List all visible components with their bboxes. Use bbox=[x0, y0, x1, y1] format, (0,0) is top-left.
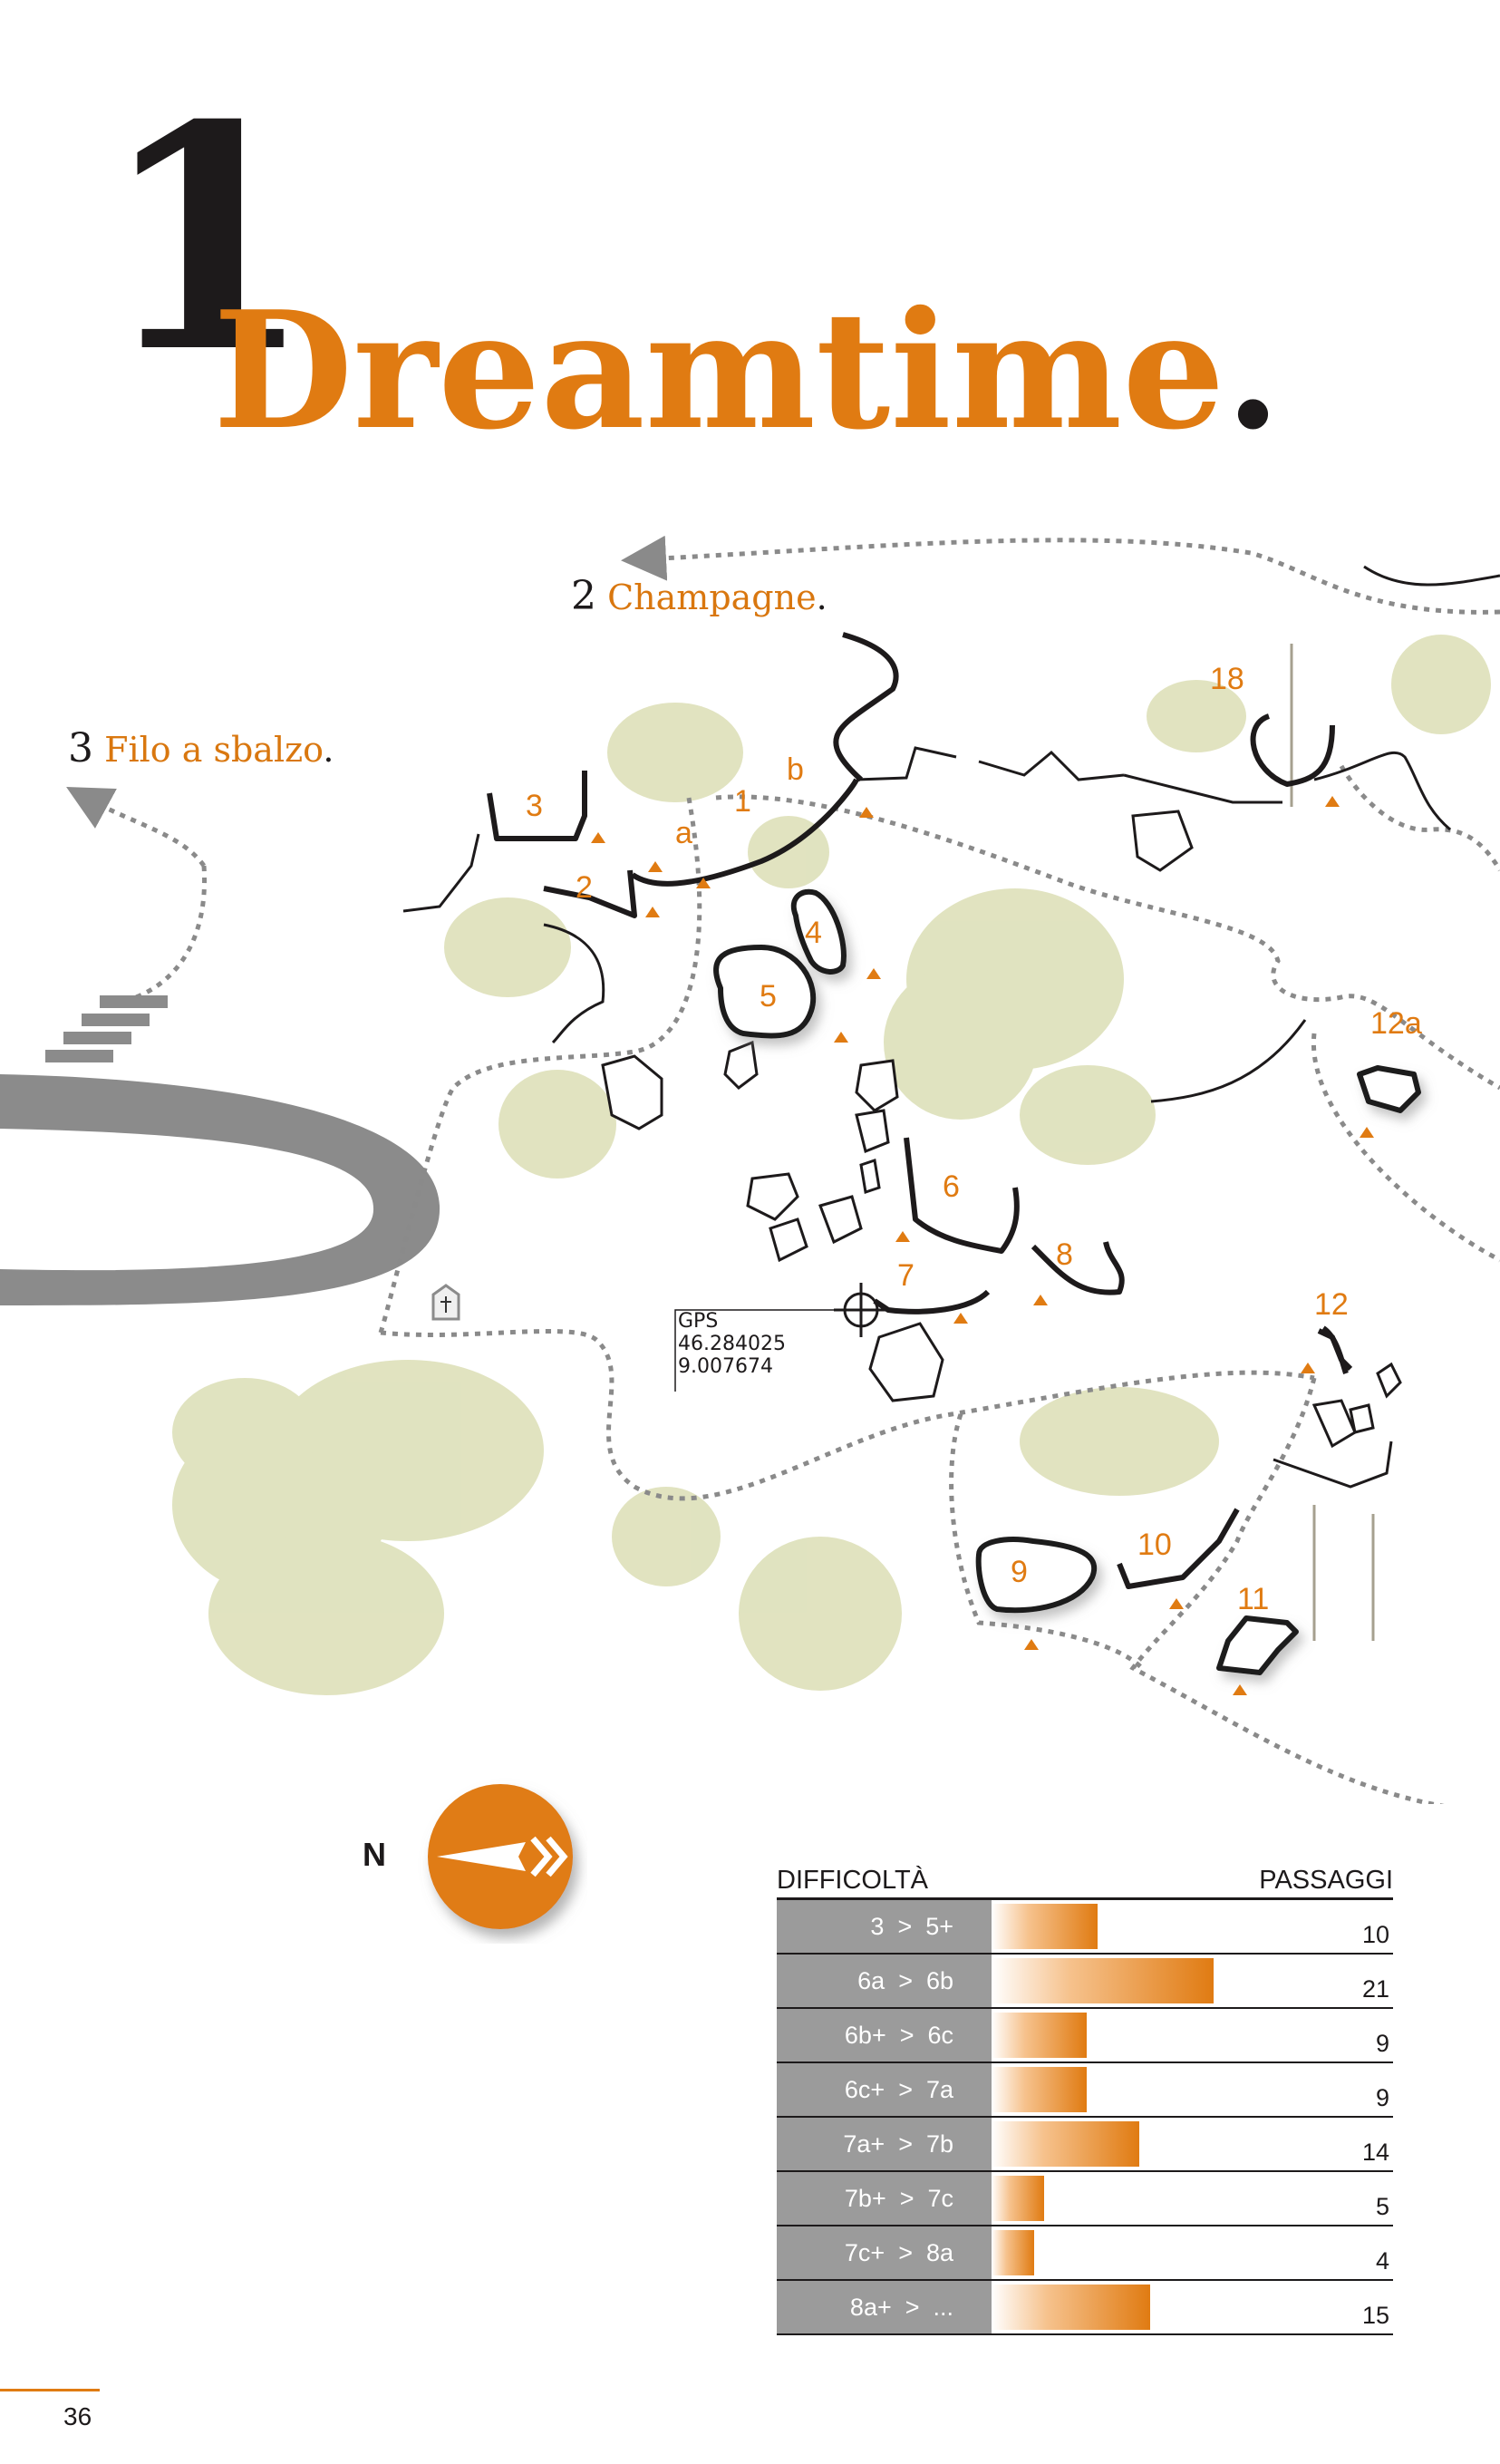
shrine-icon bbox=[431, 1284, 460, 1321]
header-routes: PASSAGGI bbox=[1259, 1866, 1393, 1895]
route-count: 21 bbox=[1361, 1974, 1389, 2003]
table-row: 6a > 6b 21 bbox=[777, 1955, 1393, 2009]
routes-bar bbox=[992, 1958, 1214, 2003]
route-count: 4 bbox=[1375, 2246, 1389, 2275]
grade-range: 7c+ > 8a bbox=[777, 2226, 992, 2279]
page-rule bbox=[0, 2389, 100, 2391]
route-count: 5 bbox=[1375, 2192, 1389, 2220]
compass-arrow-icon bbox=[428, 1784, 573, 1929]
conifer-trees bbox=[1290, 644, 1375, 1641]
sector-label-11: 11 bbox=[1237, 1582, 1269, 1616]
bar-cell: 9 bbox=[992, 2009, 1393, 2061]
chapter-number: 1 bbox=[100, 59, 315, 421]
grade-range: 7b+ > 7c bbox=[777, 2172, 992, 2225]
route-count: 10 bbox=[1361, 1920, 1389, 1948]
sector-labels: 1 a b 2 3 4 5 6 7 8 9 10 11 12 12a 18 bbox=[526, 662, 1422, 1616]
sector-label-12: 12 bbox=[1314, 1287, 1349, 1322]
routes-bar bbox=[992, 1904, 1098, 1949]
table-row: 3 > 5+ 10 bbox=[777, 1900, 1393, 1955]
gps-label: GPS bbox=[678, 1310, 719, 1333]
routes-bar bbox=[992, 2013, 1087, 2058]
gps-target-icon bbox=[674, 1283, 888, 1392]
title-dot: . bbox=[1224, 276, 1282, 465]
routes-bar bbox=[992, 2230, 1034, 2275]
sector-label-10: 10 bbox=[1137, 1528, 1172, 1562]
sector-lines bbox=[487, 632, 1353, 1589]
bar-cell: 4 bbox=[992, 2226, 1393, 2279]
approach-paths bbox=[66, 535, 1500, 1804]
route-link-champagne[interactable]: 2 Champagne. bbox=[571, 573, 827, 619]
north-label: N bbox=[363, 1836, 386, 1873]
header-difficulty: DIFFICOLTÀ bbox=[777, 1866, 929, 1895]
table-header: DIFFICOLTÀ PASSAGGI bbox=[777, 1866, 1393, 1900]
sector-label-18: 18 bbox=[1210, 662, 1244, 696]
sector-label-12a: 12a bbox=[1370, 1006, 1422, 1041]
route-link-filo-a-sbalzo[interactable]: 3 Filo a sbalzo. bbox=[68, 725, 334, 771]
page-title: Dreamtime. bbox=[213, 290, 1281, 451]
routes-bar bbox=[992, 2176, 1045, 2221]
route-count: 14 bbox=[1361, 2138, 1389, 2166]
sector-walls bbox=[713, 888, 1421, 1675]
grade-range: 6b+ > 6c bbox=[777, 2009, 992, 2061]
bar-cell: 15 bbox=[992, 2281, 1393, 2333]
route-number: 2 bbox=[571, 573, 596, 619]
road bbox=[0, 1074, 440, 1305]
sector-label-7: 7 bbox=[897, 1258, 915, 1293]
sector-label-3: 3 bbox=[526, 789, 543, 823]
grade-range: 8a+ > ... bbox=[777, 2281, 992, 2333]
route-count: 9 bbox=[1375, 2029, 1389, 2057]
gps-latitude: 46.284025 bbox=[678, 1333, 786, 1355]
bar-cell: 10 bbox=[992, 1900, 1393, 1953]
table-row: 8a+ > ... 15 bbox=[777, 2281, 1393, 2335]
sector-label-9: 9 bbox=[1011, 1555, 1028, 1589]
grade-range: 3 > 5+ bbox=[777, 1900, 992, 1953]
grade-range: 6a > 6b bbox=[777, 1955, 992, 2007]
table-row: 7b+ > 7c 5 bbox=[777, 2172, 1393, 2226]
sector-label-8: 8 bbox=[1056, 1237, 1073, 1272]
route-name: Champagne bbox=[607, 577, 817, 617]
vegetation bbox=[172, 635, 1491, 1695]
bar-cell: 21 bbox=[992, 1955, 1393, 2007]
stairs-icon bbox=[45, 995, 168, 1062]
sector-label-6: 6 bbox=[943, 1169, 960, 1204]
routes-bar bbox=[992, 2067, 1087, 2112]
bar-cell: 5 bbox=[992, 2172, 1393, 2225]
title-text: Dreamtime bbox=[213, 276, 1225, 465]
gps-longitude: 9.007674 bbox=[678, 1355, 773, 1378]
route-dot: . bbox=[323, 730, 334, 770]
crag-map: 1 a b 2 3 4 5 6 7 8 9 10 11 12 12a 18 bbox=[0, 535, 1500, 1804]
table-row: 7c+ > 8a 4 bbox=[777, 2226, 1393, 2281]
table-row: 6b+ > 6c 9 bbox=[777, 2009, 1393, 2063]
sector-label-5: 5 bbox=[760, 979, 777, 1014]
table-row: 7a+ > 7b 14 bbox=[777, 2118, 1393, 2172]
routes-bar bbox=[992, 2121, 1140, 2167]
access-arrows bbox=[591, 796, 1374, 1695]
route-count: 9 bbox=[1375, 2083, 1389, 2111]
boulders bbox=[601, 810, 1402, 1449]
bar-cell: 14 bbox=[992, 2118, 1393, 2170]
sector-label-a: a bbox=[675, 816, 692, 850]
route-count: 15 bbox=[1361, 2301, 1389, 2329]
route-number: 3 bbox=[68, 725, 93, 771]
bar-cell: 9 bbox=[992, 2063, 1393, 2116]
sector-label-4: 4 bbox=[805, 916, 822, 950]
route-name: Filo a sbalzo bbox=[104, 730, 324, 770]
routes-bar bbox=[992, 2285, 1150, 2330]
grade-range: 6c+ > 7a bbox=[777, 2063, 992, 2116]
route-dot: . bbox=[816, 577, 827, 617]
gps-coordinates: GPS 46.284025 9.007674 bbox=[678, 1310, 786, 1378]
sector-label-1: 1 bbox=[734, 784, 751, 819]
grade-range: 7a+ > 7b bbox=[777, 2118, 992, 2170]
sector-label-2: 2 bbox=[576, 870, 593, 905]
table-row: 6c+ > 7a 9 bbox=[777, 2063, 1393, 2118]
difficulty-table: DIFFICOLTÀ PASSAGGI 3 > 5+ 10 6a > 6b 21 6b+… bbox=[777, 1866, 1393, 2335]
sector-label-b: b bbox=[787, 752, 804, 787]
page-number: 36 bbox=[63, 2402, 92, 2430]
terrain-lines bbox=[402, 565, 1500, 1489]
